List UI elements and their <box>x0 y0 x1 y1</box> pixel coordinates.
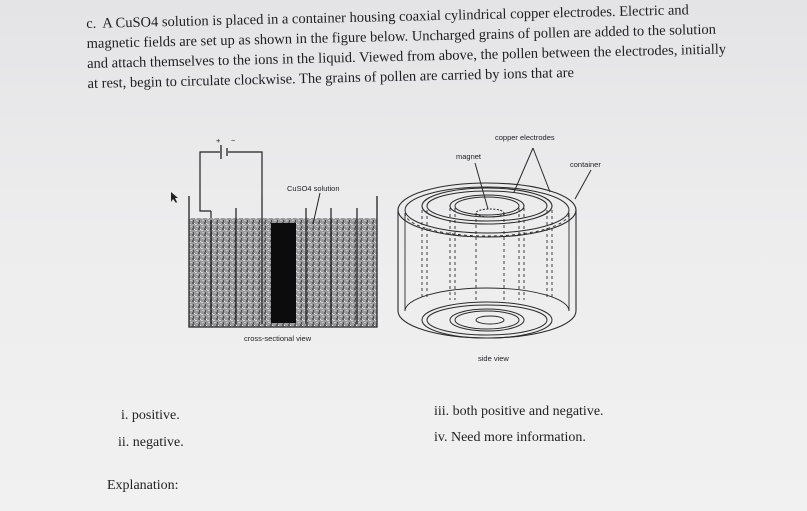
option-iii-numeral: iii. <box>434 404 450 419</box>
liquid-level <box>404 212 570 237</box>
cross-sectional-caption: cross-sectional view <box>244 334 312 343</box>
electrode-lines <box>210 197 358 324</box>
magnet-top <box>475 208 505 218</box>
battery-minus-sign: − <box>231 136 236 145</box>
option-ii[interactable]: ii. negative. <box>118 435 184 451</box>
solution-pointer <box>312 192 321 225</box>
option-iii-text: both positive and negative. <box>452 404 604 419</box>
magnet-bar <box>271 223 296 323</box>
cross-section-container <box>188 196 378 328</box>
circuit-wire <box>199 151 263 220</box>
container-bottom-back <box>404 287 570 312</box>
magnet-label: magnet <box>456 152 482 161</box>
cross-sectional-view: + − CuSO4 solution cross-sectional view <box>188 136 378 343</box>
battery-symbol <box>220 145 228 159</box>
cursor-arrow-icon <box>171 192 178 203</box>
container-top-inner <box>404 186 570 234</box>
outer-electrode-top <box>421 187 553 225</box>
side-view-caption: side view <box>478 354 509 363</box>
solution-label: CuSO4 solution <box>287 184 340 193</box>
container-label: container <box>570 160 601 169</box>
option-iv[interactable]: iv. Need more information. <box>434 430 586 446</box>
hidden-lines <box>421 208 553 300</box>
option-ii-numeral: ii. <box>118 435 130 450</box>
battery-plus-sign: + <box>216 136 221 145</box>
option-ii-text: negative. <box>132 435 184 450</box>
copper-electrodes-label: copper electrodes <box>495 133 555 142</box>
option-i[interactable]: i. positive. <box>121 408 180 424</box>
bottom-rings <box>421 301 553 339</box>
option-iv-text: Need more information. <box>450 430 586 445</box>
option-iii[interactable]: iii. both positive and negative. <box>434 404 604 420</box>
option-i-numeral: i. <box>121 408 129 423</box>
option-iv-numeral: iv. <box>434 430 448 445</box>
option-i-text: positive. <box>131 408 180 423</box>
label-pointers <box>474 147 592 210</box>
explanation-label: Explanation: <box>107 478 179 493</box>
side-view: copper electrodes magnet container side … <box>397 133 601 363</box>
